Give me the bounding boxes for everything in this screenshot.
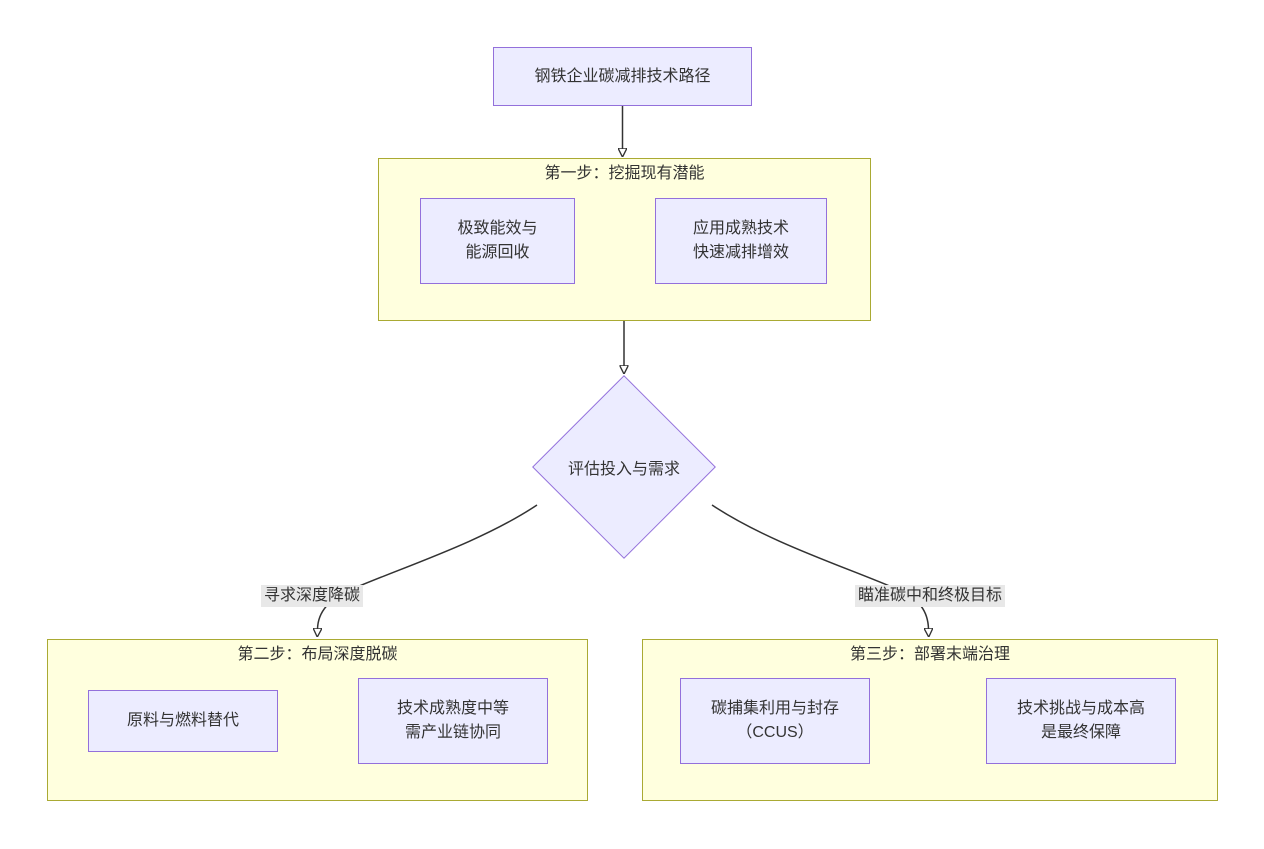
- decision-diamond: 评估投入与需求: [532, 375, 716, 559]
- node-label-line: 碳捕集利用与封存: [710, 700, 839, 717]
- decision-label: 评估投入与需求: [567, 461, 680, 478]
- node-final-guarantee: 技术挑战与成本高 是最终保障: [986, 678, 1176, 764]
- node-label-line: 极致能效与: [457, 220, 538, 237]
- edge-decision-to-step3: [711, 504, 929, 629]
- node-label-line: 需产业链协同: [404, 724, 501, 741]
- node-label: 钢铁企业碳减排技术路径: [534, 67, 711, 85]
- edge-decision-to-step2: [318, 504, 538, 629]
- cluster-step3-title: 第三步：部署末端治理: [849, 646, 1010, 663]
- node-maturity-medium: 技术成熟度中等 需产业链协同: [358, 678, 548, 764]
- edge-label-deep-decarb: 寻求深度降碳: [260, 585, 364, 607]
- node-label-line: 能源回收: [465, 244, 530, 261]
- cluster-step1-title: 第一步：挖掘现有潜能: [544, 165, 705, 182]
- node-label-line: 是最终保障: [1040, 724, 1121, 741]
- node-label-line: 快速减排增效: [692, 244, 789, 261]
- node-mature-tech: 应用成熟技术 快速减排增效: [655, 198, 827, 284]
- node-label-line: （CCUS）: [736, 724, 814, 741]
- node-fuel-substitution: 原料与燃料替代: [88, 690, 278, 752]
- cluster-step2-title: 第二步：布局深度脱碳: [237, 646, 398, 663]
- node-ccus: 碳捕集利用与封存 （CCUS）: [680, 678, 870, 764]
- node-label-line: 技术成熟度中等: [396, 700, 509, 717]
- node-label-line: 原料与燃料替代: [126, 712, 239, 729]
- edge-label-carbon-neutral: 瞄准碳中和终极目标: [854, 585, 1006, 607]
- node-tech-path-root: 钢铁企业碳减排技术路径: [493, 47, 752, 106]
- node-label-line: 应用成熟技术: [692, 220, 789, 237]
- node-label-line: 技术挑战与成本高: [1016, 700, 1145, 717]
- node-energy-efficiency: 极致能效与 能源回收: [420, 198, 575, 284]
